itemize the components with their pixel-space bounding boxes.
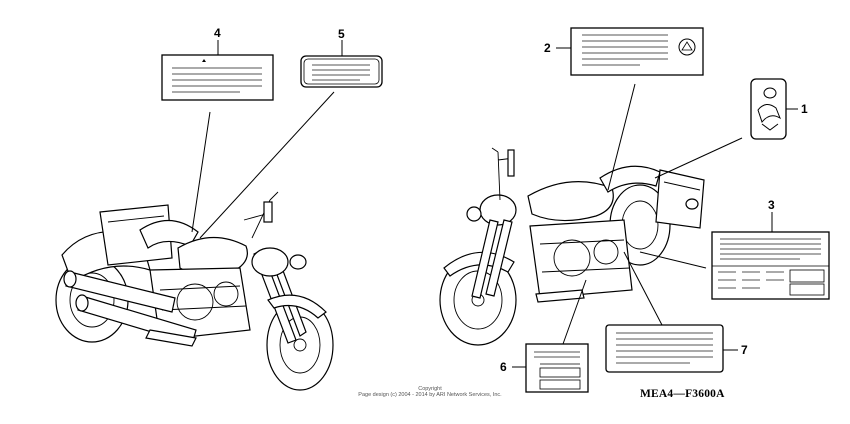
label-part-6 bbox=[525, 343, 589, 393]
callout-5: 5 bbox=[338, 27, 345, 41]
label-part-7 bbox=[605, 324, 724, 373]
callout-7: 7 bbox=[741, 343, 748, 357]
callout-2: 2 bbox=[544, 41, 551, 55]
copyright-text: Page design (c) 2004 - 2014 by ARI Netwo… bbox=[358, 392, 502, 398]
label-part-1 bbox=[750, 78, 787, 140]
leader-lines bbox=[191, 40, 798, 368]
copyright-title: Copyright bbox=[418, 386, 442, 392]
callout-3: 3 bbox=[768, 198, 775, 212]
left-motorcycle-illustration bbox=[55, 191, 334, 391]
diagram-code: MEA4—F3600A bbox=[640, 388, 725, 400]
right-motorcycle-illustration bbox=[439, 147, 705, 346]
label-part-3 bbox=[711, 231, 830, 300]
copyright-notice: Copyright Page design (c) 2004 - 2014 by… bbox=[330, 386, 530, 398]
callout-numbers: 4 5 2 1 3 7 6 bbox=[214, 26, 808, 374]
label-part-4 bbox=[161, 54, 274, 101]
label-part-5 bbox=[300, 55, 383, 88]
callout-6: 6 bbox=[500, 360, 507, 374]
label-part-2 bbox=[570, 27, 704, 76]
callout-4: 4 bbox=[214, 26, 221, 40]
callout-1: 1 bbox=[801, 102, 808, 116]
